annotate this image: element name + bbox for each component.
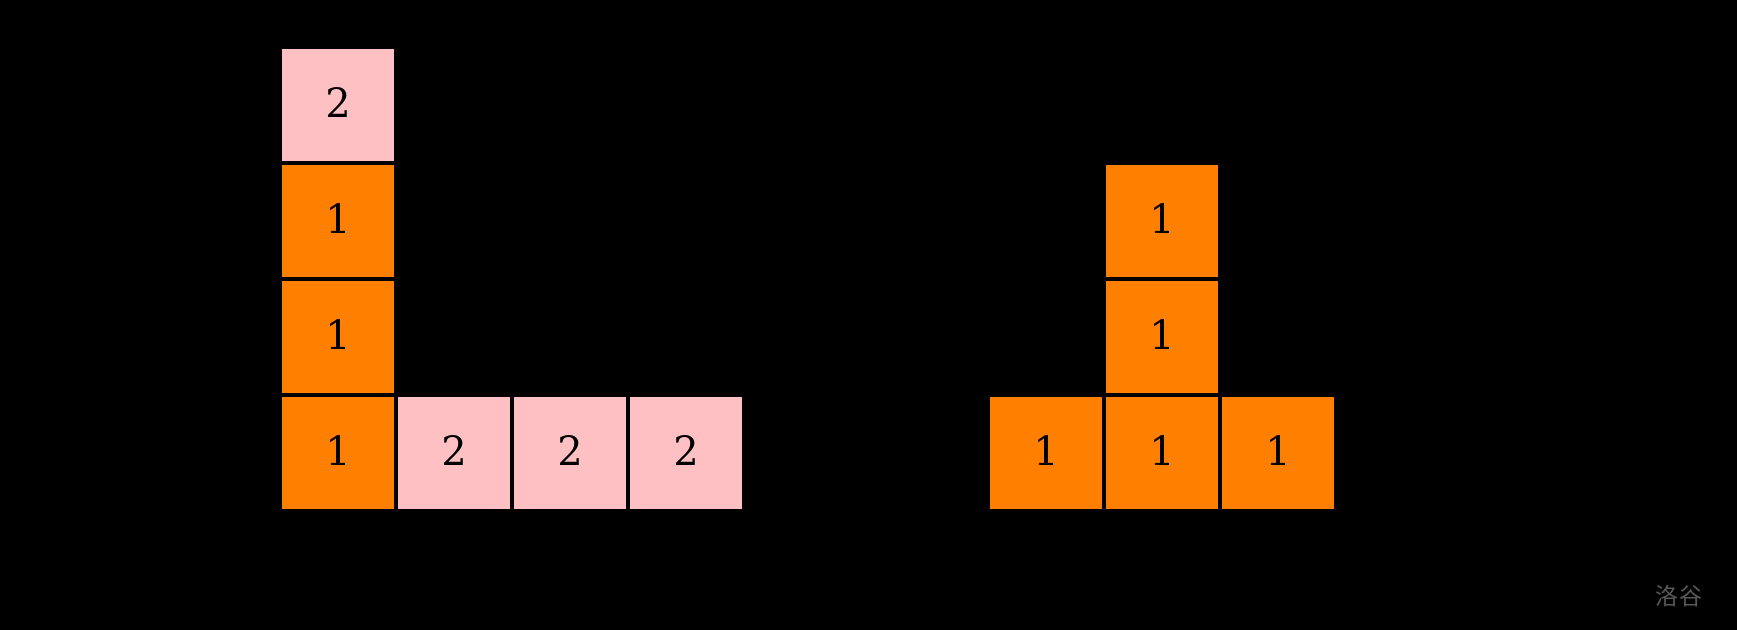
grid-cell: 1 [1104, 163, 1220, 279]
grid-cell-value: 1 [1149, 313, 1175, 359]
grid-cell-value: 2 [557, 429, 583, 475]
grid-cell: 2 [512, 395, 628, 511]
grid-cell: 2 [280, 47, 396, 163]
grid-cell: 1 [280, 395, 396, 511]
grid-cell-value: 2 [441, 429, 467, 475]
grid-cell-value: 1 [1265, 429, 1291, 475]
grid-cell: 1 [1220, 395, 1336, 511]
grid-cell-value: 1 [1149, 197, 1175, 243]
grid-cell: 2 [396, 395, 512, 511]
grid-cell-value: 1 [325, 197, 351, 243]
grid-cell: 1 [280, 279, 396, 395]
grid-cell-value: 1 [325, 313, 351, 359]
watermark-luogu: 洛谷 [1655, 584, 1703, 610]
grid-cell-value: 2 [673, 429, 699, 475]
grid-cell: 2 [628, 395, 744, 511]
grid-cell-value: 1 [325, 429, 351, 475]
grid-cell-value: 2 [325, 81, 351, 127]
grid-cell: 1 [280, 163, 396, 279]
grid-cell: 1 [988, 395, 1104, 511]
grid-cell: 1 [1104, 395, 1220, 511]
grid-cell-value: 1 [1033, 429, 1059, 475]
grid-cell-value: 1 [1149, 429, 1175, 475]
grid-cell: 1 [1104, 279, 1220, 395]
